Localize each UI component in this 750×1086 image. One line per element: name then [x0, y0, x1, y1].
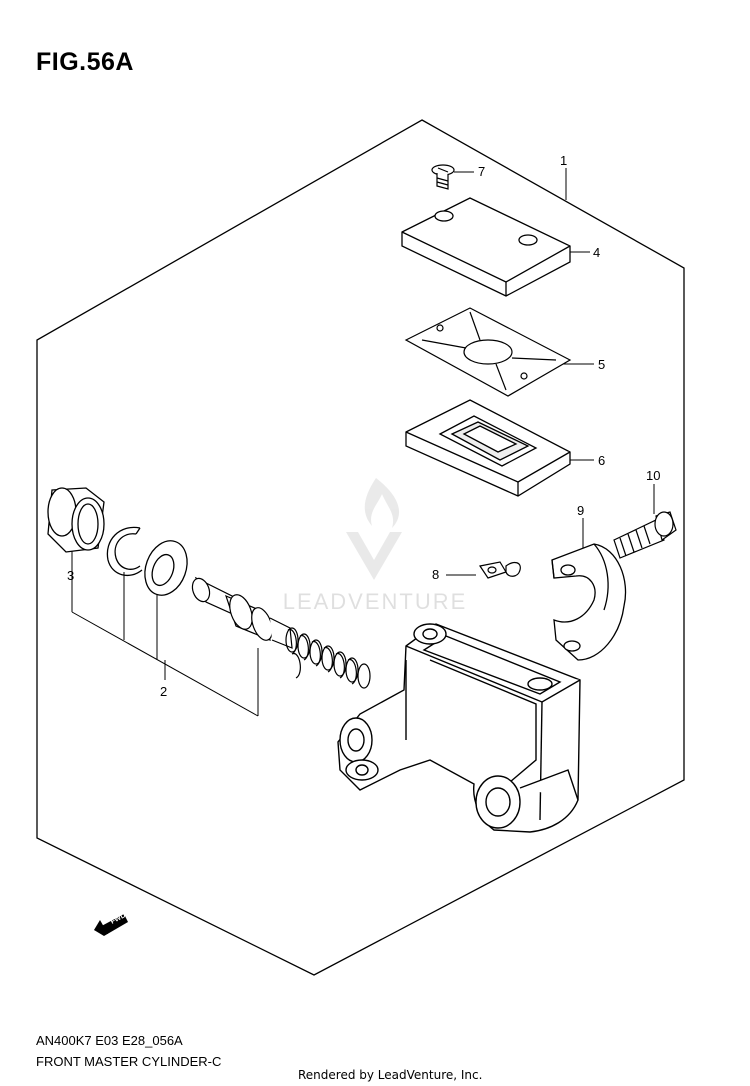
diaphragm-plate-part-5	[404, 307, 572, 397]
forward-direction-badge: FWD	[94, 912, 128, 936]
clip-part-8	[479, 561, 521, 579]
callout-5: 5	[598, 357, 605, 372]
callout-8: 8	[432, 567, 439, 582]
callout-7: 7	[478, 164, 485, 179]
leader-lines	[71, 168, 655, 717]
screw-part-7	[431, 164, 455, 190]
snap-ring	[106, 526, 143, 577]
diaphragm-part-6	[405, 399, 571, 497]
callout-4: 4	[593, 245, 600, 260]
boot-part-3	[47, 487, 105, 553]
assembly-name: FRONT MASTER CYLINDER-C	[36, 1054, 222, 1069]
callout-2: 2	[160, 684, 167, 699]
callout-10: 10	[646, 468, 660, 483]
assembly-outline	[36, 119, 685, 976]
figure-title: FIG.56A	[36, 48, 134, 76]
rendered-by-footer: Rendered by LeadVenture, Inc.	[298, 1068, 483, 1082]
callout-6: 6	[598, 453, 605, 468]
washer	[144, 540, 188, 596]
clamp-holder-part-9	[551, 543, 627, 661]
watermark-text: LEADVENTURE	[283, 589, 468, 614]
model-code: AN400K7 E03 E28_056A	[36, 1033, 183, 1048]
callout-9: 9	[577, 503, 584, 518]
reservoir-cap-part-4	[401, 197, 571, 297]
leadventure-watermark-logo	[346, 478, 402, 580]
callout-1: 1	[560, 153, 567, 168]
callout-3: 3	[67, 568, 74, 583]
master-cylinder-body	[337, 623, 581, 833]
piston-with-spring	[191, 576, 371, 689]
bolt-part-10	[613, 511, 677, 559]
